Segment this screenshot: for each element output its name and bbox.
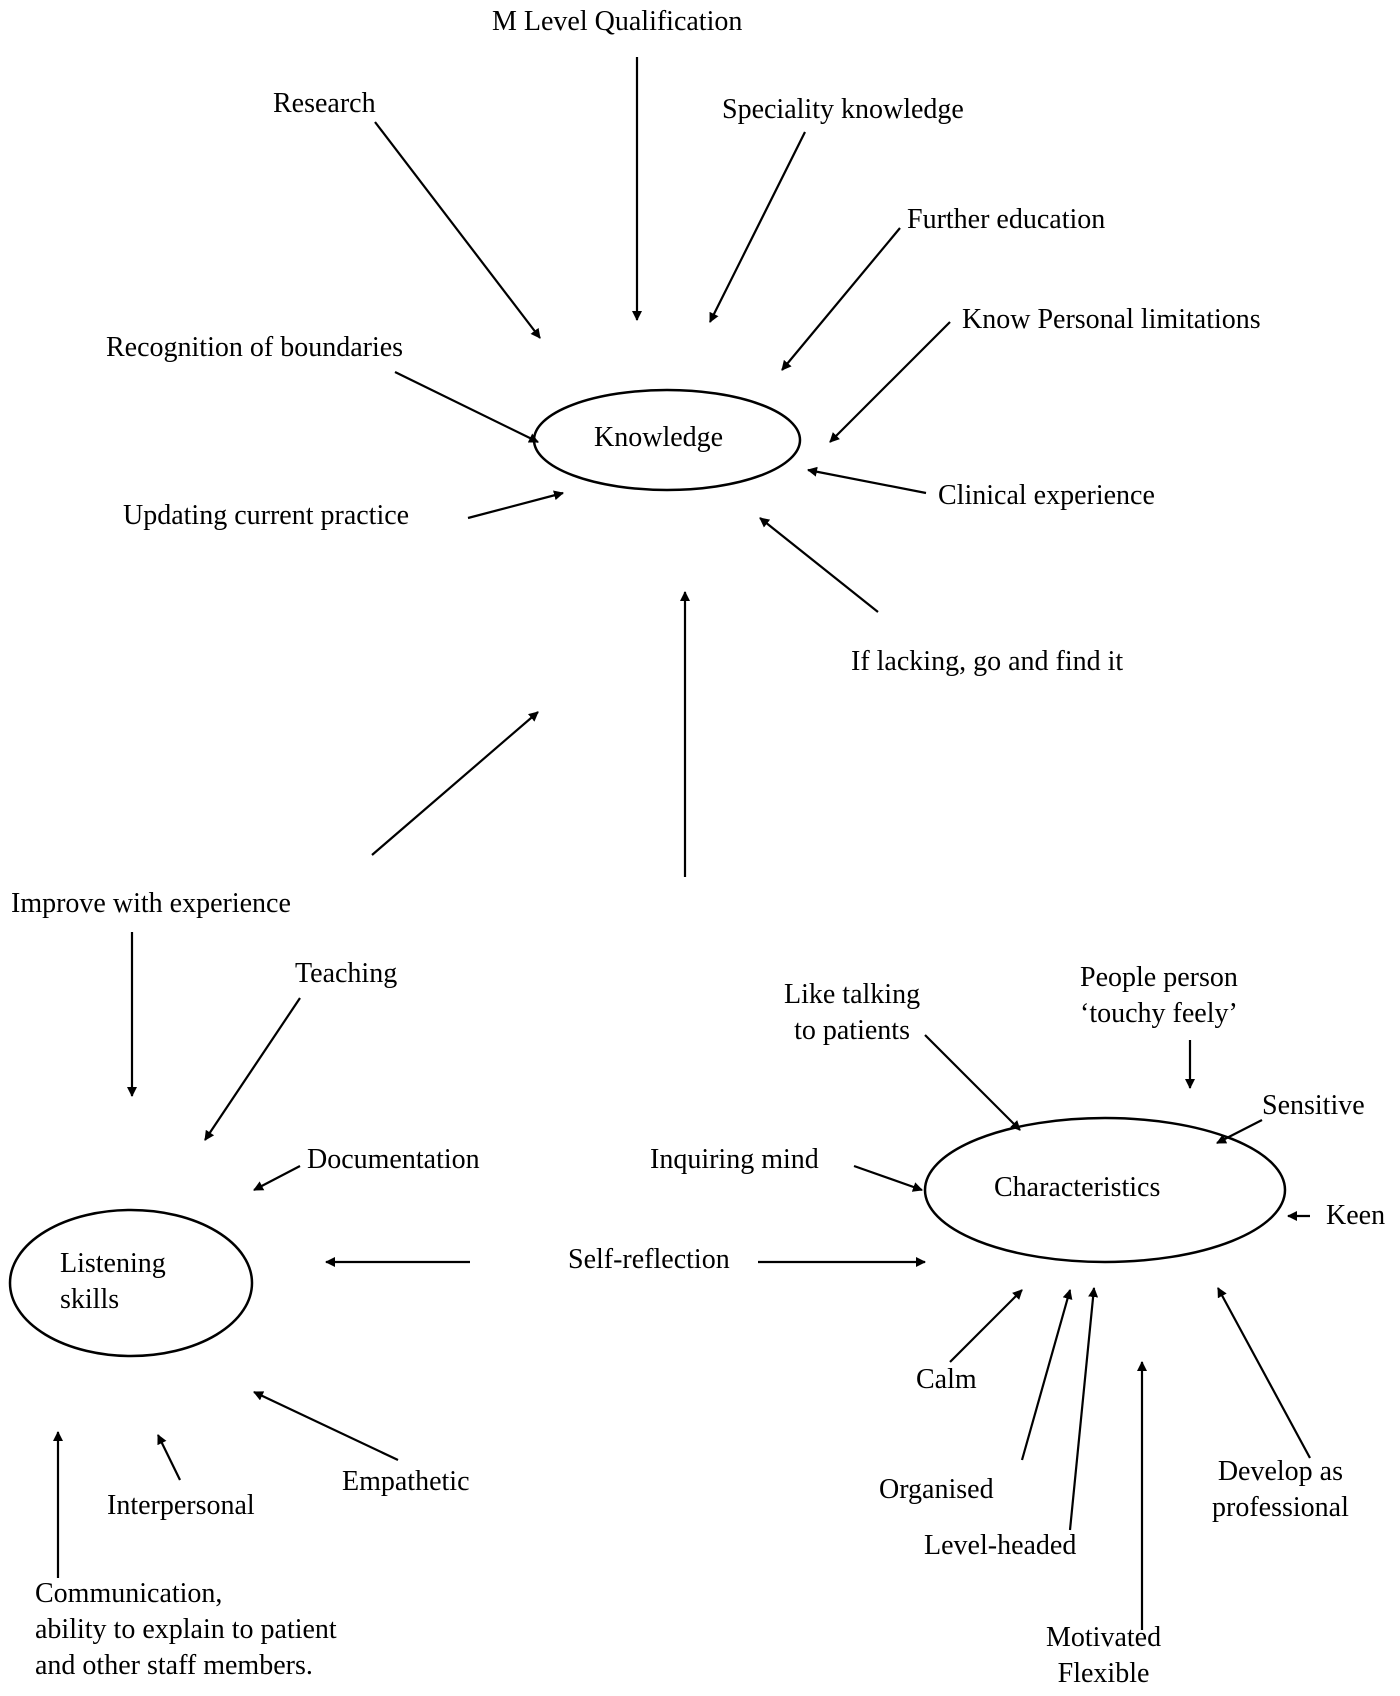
improve-with-experience-label: Improve with experience bbox=[11, 888, 291, 919]
people-person-label: People person ‘touchy feely’ bbox=[1080, 962, 1238, 1029]
develop-as-professional-label: Develop as professional bbox=[1212, 1456, 1349, 1523]
empathetic-label: Empathetic bbox=[342, 1466, 470, 1497]
arrow-organised bbox=[1020, 1289, 1073, 1461]
documentation-label: Documentation bbox=[307, 1144, 480, 1175]
research-label: Research bbox=[273, 88, 376, 119]
arrow-develop bbox=[1217, 1287, 1311, 1459]
arrow-personal-limitations bbox=[829, 321, 951, 443]
self-reflection-label: Self-reflection bbox=[568, 1244, 730, 1275]
arrow-boundaries bbox=[394, 371, 539, 443]
arrow-research bbox=[374, 121, 541, 339]
arrow-like-talking bbox=[924, 1034, 1021, 1131]
listening-skills-node bbox=[8, 1208, 254, 1358]
speciality-knowledge-label: Speciality knowledge bbox=[722, 94, 964, 125]
communication-label: Communication, ability to explain to pat… bbox=[35, 1578, 337, 1681]
organised-label: Organised bbox=[879, 1474, 994, 1505]
arrow-if-lacking bbox=[759, 517, 879, 613]
clinical-experience-label: Clinical experience bbox=[938, 480, 1155, 511]
arrow-updating bbox=[467, 490, 564, 520]
arrow-interpersonal bbox=[157, 1434, 181, 1481]
like-talking-label: Like talking to patients bbox=[784, 979, 921, 1046]
arrow-level-headed bbox=[1068, 1287, 1099, 1531]
m-level-qualification-label: M Level Qualification bbox=[492, 6, 743, 37]
characteristics-node bbox=[923, 1116, 1287, 1264]
inquiring-mind-label: Inquiring mind bbox=[650, 1144, 819, 1175]
arrow-experience-to-knowledge bbox=[371, 711, 539, 856]
arrow-inquiring-mind bbox=[853, 1164, 923, 1192]
arrow-clinical bbox=[807, 466, 927, 495]
updating-current-practice-label: Updating current practice bbox=[123, 500, 410, 531]
keen-label: Keen bbox=[1326, 1200, 1386, 1231]
calm-label: Calm bbox=[916, 1364, 977, 1395]
if-lacking-label: If lacking, go and find it bbox=[851, 646, 1124, 677]
motivated-flexible-label: Motivated Flexible bbox=[1046, 1622, 1162, 1689]
sensitive-label: Sensitive bbox=[1262, 1090, 1365, 1121]
listening-skills-label: Listening skills bbox=[60, 1248, 166, 1315]
interpersonal-label: Interpersonal bbox=[107, 1490, 255, 1521]
arrow-further-education bbox=[781, 227, 901, 371]
level-headed-label: Level-headed bbox=[924, 1530, 1077, 1561]
further-education-label: Further education bbox=[907, 204, 1106, 235]
characteristics-label: Characteristics bbox=[994, 1172, 1161, 1203]
arrow-calm bbox=[949, 1289, 1023, 1363]
arrow-speciality bbox=[709, 131, 806, 323]
teaching-label: Teaching bbox=[295, 958, 398, 989]
arrow-teaching bbox=[204, 997, 301, 1141]
arrow-empathetic bbox=[253, 1391, 399, 1461]
arrow-documentation bbox=[253, 1165, 301, 1191]
arrow-sensitive bbox=[1216, 1119, 1263, 1144]
know-personal-limitations-label: Know Personal limitations bbox=[962, 304, 1261, 335]
recognition-of-boundaries-label: Recognition of boundaries bbox=[106, 332, 404, 363]
knowledge-label: Knowledge bbox=[594, 422, 724, 453]
